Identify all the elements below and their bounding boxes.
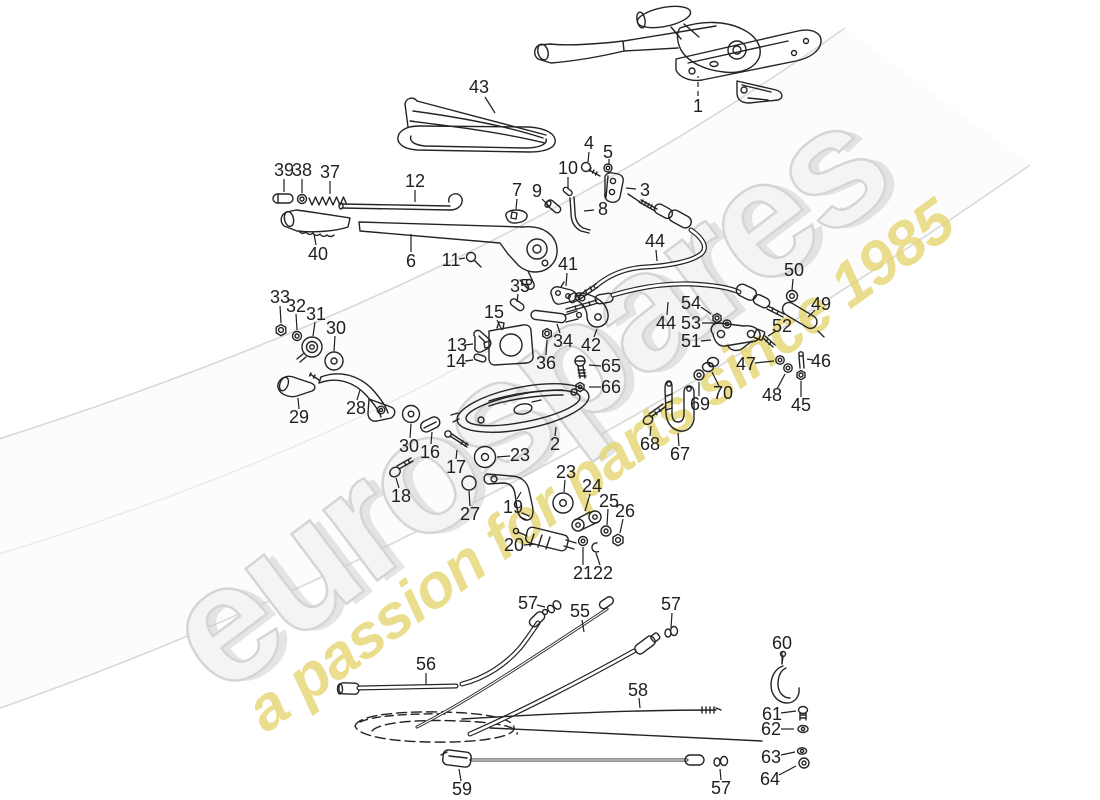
part-label-4: 4 xyxy=(583,133,595,153)
part-label-12: 12 xyxy=(404,171,426,191)
part-label-11: 11 xyxy=(441,250,461,270)
part-label-43: 43 xyxy=(468,77,490,97)
part-label-1: 1 xyxy=(692,96,704,116)
part-label-60: 60 xyxy=(771,633,793,653)
part-label-55: 55 xyxy=(569,601,591,621)
part-label-57: 57 xyxy=(660,594,682,614)
part-label-15: 15 xyxy=(483,302,505,322)
part-label-34: 34 xyxy=(552,331,574,351)
part-label-63: 63 xyxy=(760,747,782,767)
part-label-51: 51 xyxy=(680,331,702,351)
part-label-61: 61 xyxy=(761,704,783,724)
base-plate-drawing xyxy=(389,383,624,553)
part-label-29: 29 xyxy=(288,407,310,427)
part-label-17: 17 xyxy=(445,457,467,477)
bottom-cable-ends-drawing xyxy=(440,596,810,769)
part-label-24: 24 xyxy=(581,476,603,496)
release-knob-drawing xyxy=(275,323,396,422)
part-label-38: 38 xyxy=(291,160,313,180)
part-label-45: 45 xyxy=(790,395,812,415)
part-label-31: 31 xyxy=(305,304,327,324)
part-label-54: 54 xyxy=(680,293,702,313)
part-label-16: 16 xyxy=(419,442,441,462)
part-label-57: 57 xyxy=(517,593,539,613)
part-label-40: 40 xyxy=(307,244,329,264)
part-label-28: 28 xyxy=(345,398,367,418)
handbrake-assembly-drawing xyxy=(534,5,822,104)
part-label-41: 41 xyxy=(557,254,579,274)
part-label-46: 46 xyxy=(810,351,832,371)
right-hardware-drawing xyxy=(642,351,806,432)
part-label-23: 23 xyxy=(509,445,531,465)
part-label-64: 64 xyxy=(759,769,781,789)
part-label-69: 69 xyxy=(689,394,711,414)
part-label-67: 67 xyxy=(669,444,691,464)
part-label-37: 37 xyxy=(319,162,341,182)
part-label-18: 18 xyxy=(390,486,412,506)
part-label-10: 10 xyxy=(557,158,579,178)
part-label-39: 39 xyxy=(273,160,295,180)
part-label-27: 27 xyxy=(459,504,481,524)
part-label-70: 70 xyxy=(712,383,734,403)
centre-linkage-drawing xyxy=(473,292,609,393)
part-label-57: 57 xyxy=(710,778,732,798)
part-label-14: 14 xyxy=(445,351,467,371)
part-label-21: 21 xyxy=(572,563,594,583)
part-label-13: 13 xyxy=(446,335,468,355)
part-label-9: 9 xyxy=(531,181,543,201)
part-label-30: 30 xyxy=(325,318,347,338)
part-label-36: 36 xyxy=(535,353,557,373)
part-label-22: 22 xyxy=(592,563,614,583)
part-label-58: 58 xyxy=(627,680,649,700)
part-label-52: 52 xyxy=(771,316,793,336)
boot-drawing xyxy=(397,97,556,153)
brake-cable-lower-end-drawing xyxy=(710,283,825,352)
brake-cable-upper-end-drawing xyxy=(509,281,599,312)
part-label-25: 25 xyxy=(598,491,620,511)
pawl-parts-drawing xyxy=(505,161,624,234)
part-label-42: 42 xyxy=(580,335,602,355)
part-label-65: 65 xyxy=(600,356,622,376)
part-label-50: 50 xyxy=(783,260,805,280)
part-label-2: 2 xyxy=(549,434,561,454)
part-label-49: 49 xyxy=(810,294,832,314)
part-label-68: 68 xyxy=(639,434,661,454)
part-label-35: 35 xyxy=(509,276,531,296)
part-label-7: 7 xyxy=(511,180,523,200)
lever-and-grip-drawing xyxy=(272,193,558,290)
brake-cable-upper-drawing xyxy=(627,193,692,229)
part-label-3: 3 xyxy=(639,180,651,200)
part-label-62: 62 xyxy=(760,719,782,739)
part-label-23: 23 xyxy=(555,462,577,482)
part-label-33: 33 xyxy=(269,287,291,307)
part-label-26: 26 xyxy=(614,501,636,521)
part-label-47: 47 xyxy=(735,354,757,374)
part-label-20: 20 xyxy=(503,535,525,555)
part-label-66: 66 xyxy=(600,377,622,397)
part-label-56: 56 xyxy=(415,654,437,674)
part-label-8: 8 xyxy=(597,199,609,219)
part-label-53: 53 xyxy=(680,313,702,333)
part-label-59: 59 xyxy=(451,779,473,799)
part-label-44: 44 xyxy=(655,313,677,333)
part-label-5: 5 xyxy=(602,142,614,162)
part-label-48: 48 xyxy=(761,385,783,405)
part-label-32: 32 xyxy=(285,296,307,316)
part-label-44: 44 xyxy=(644,231,666,251)
part-label-30: 30 xyxy=(398,436,420,456)
part-label-19: 19 xyxy=(502,497,524,517)
part-label-6: 6 xyxy=(405,251,417,271)
